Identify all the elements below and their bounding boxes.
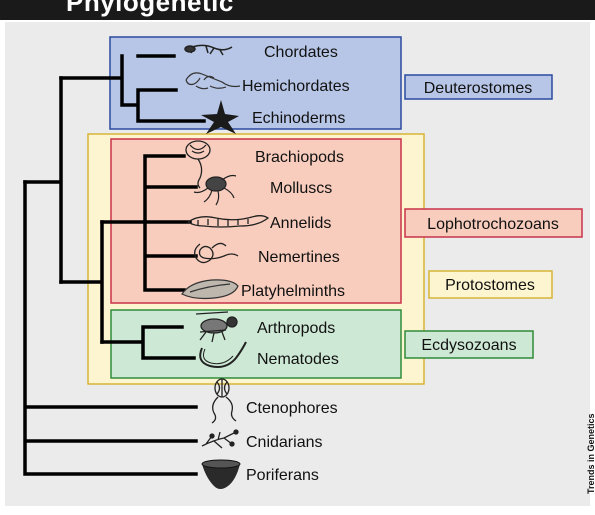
label-echinoderms: Echinoderms bbox=[252, 110, 345, 127]
label-poriferans: Poriferans bbox=[246, 467, 319, 484]
label-lophotrochozoans: Lophotrochozoans bbox=[427, 216, 559, 233]
journal-credit: Trends in Genetics bbox=[586, 413, 595, 494]
label-annelids: Annelids bbox=[270, 215, 331, 232]
label-ctenophores: Ctenophores bbox=[246, 400, 338, 417]
label-protostomes: Protostomes bbox=[445, 277, 535, 294]
label-arthropods: Arthropods bbox=[257, 320, 335, 337]
label-cnidarians: Cnidarians bbox=[246, 434, 322, 451]
label-brachiopods: Brachiopods bbox=[255, 149, 344, 166]
label-nematodes: Nematodes bbox=[257, 351, 339, 368]
ctenophore-icon bbox=[212, 379, 236, 423]
poriferan-icon bbox=[202, 460, 240, 489]
label-chordates: Chordates bbox=[264, 44, 338, 61]
label-molluscs: Molluscs bbox=[270, 180, 332, 197]
label-deuterostomes: Deuterostomes bbox=[424, 80, 533, 97]
cnidarian-icon bbox=[202, 430, 238, 448]
label-ecdysozoans: Ecdysozoans bbox=[421, 337, 516, 354]
label-nemertines: Nemertines bbox=[258, 249, 340, 266]
label-platyhelminths: Platyhelminths bbox=[241, 283, 345, 300]
label-hemichordates: Hemichordates bbox=[242, 78, 350, 95]
ecdysozoans-box bbox=[111, 310, 401, 378]
